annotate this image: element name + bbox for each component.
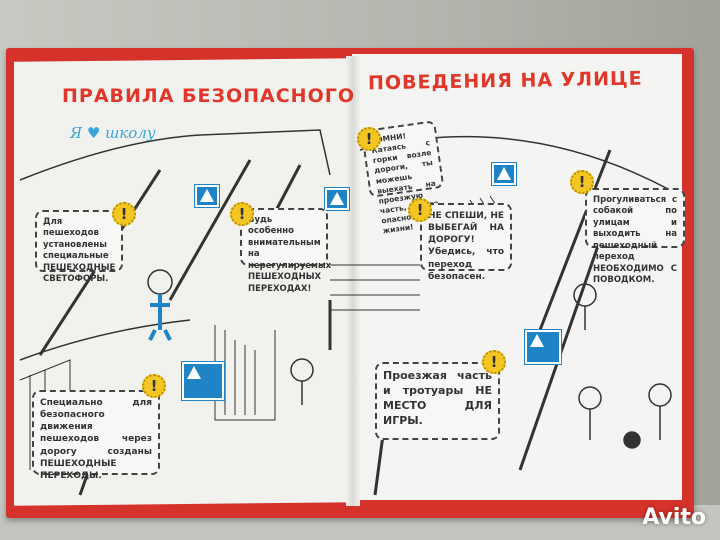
note-not-a-playground: Проезжая часть и тротуары НЕ МЕСТО ДЛЯ И…: [375, 362, 500, 440]
note-dog-leash: Прогуливаться с собакой по улицам и выхо…: [585, 188, 685, 285]
crosswalk-sign: [524, 329, 562, 365]
warning-icon: !: [408, 198, 432, 222]
avito-watermark: Avito: [642, 505, 706, 530]
warning-icon: !: [482, 350, 506, 374]
warning-icon: !: [112, 202, 136, 226]
book-spine: [346, 56, 360, 506]
warning-icon: !: [142, 374, 166, 398]
warning-icon: !: [357, 127, 381, 151]
warning-icon: !: [570, 170, 594, 194]
crosswalk-sign: [324, 187, 350, 211]
crosswalk-sign: [194, 184, 220, 208]
school-logo: Я ♥ школу: [70, 124, 156, 142]
note-unregulated-crossings: Будь особенно внимательным на нерегулиру…: [240, 208, 331, 294]
underpass-sign: [181, 361, 225, 401]
warning-icon: !: [230, 202, 254, 226]
note-pedestrian-crossings: Специально для безопасного движения пеше…: [32, 390, 160, 481]
note-pedestrian-lights: Для пешеходов установлены специальные ПЕ…: [35, 210, 123, 284]
crosswalk-sign: [491, 162, 517, 186]
note-dont-rush: НЕ СПЕШИ, НЕ ВЫБЕГАЙ НА ДОРОГУ! Убедись,…: [420, 203, 512, 282]
page-title-left: ПРАВИЛА БЕЗОПАСНОГО: [62, 85, 355, 107]
